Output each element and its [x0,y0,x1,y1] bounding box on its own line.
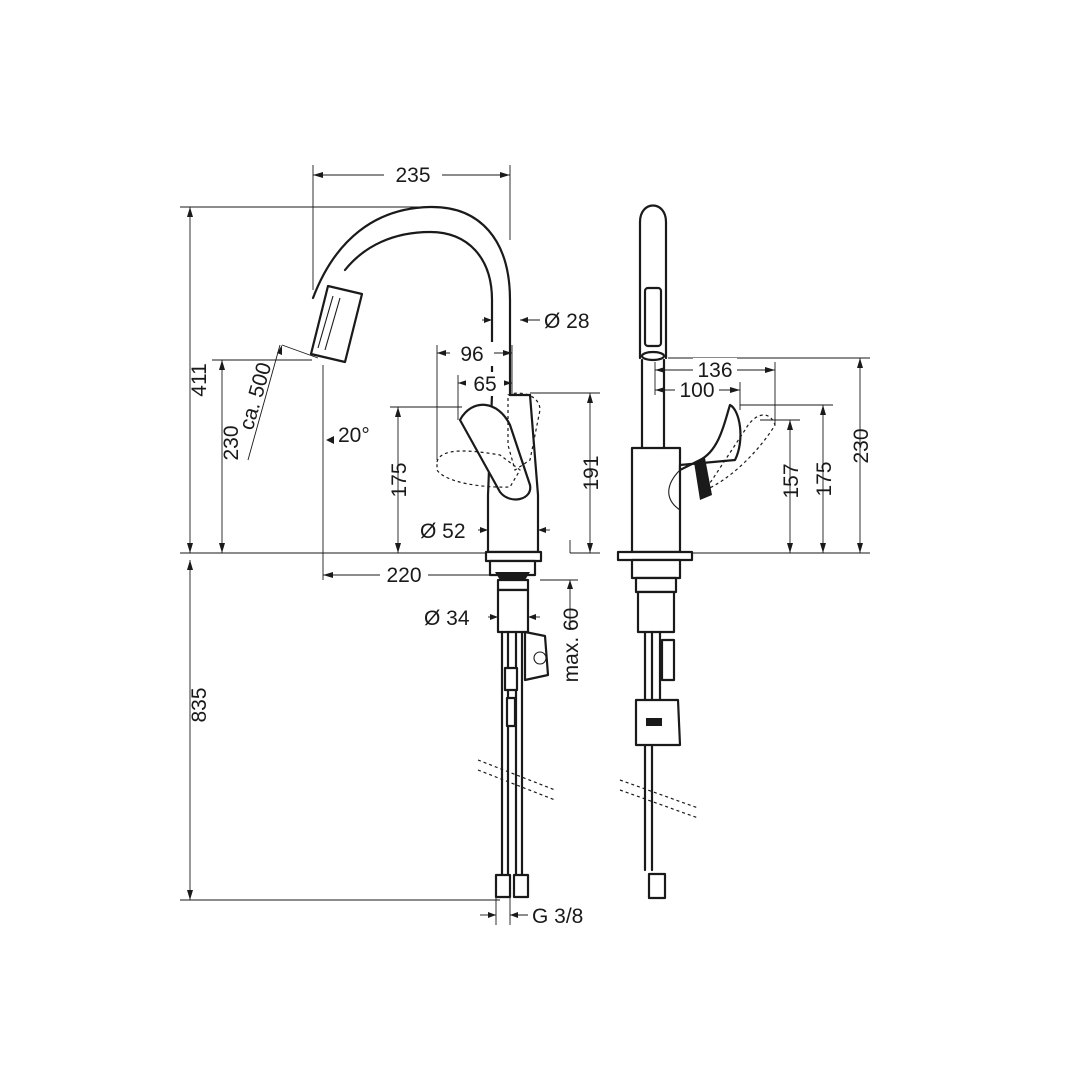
side-lever [678,403,742,472]
label-20-degrees: 20° [338,424,370,447]
spout-inner [343,230,494,397]
lever-alt-position [436,450,521,488]
label-411: 411 [188,363,211,396]
label-136: 136 [697,359,732,382]
front-view [309,205,556,899]
side-spout [638,204,668,360]
label-175-left: 175 [388,462,411,497]
label-835: 835 [188,687,211,722]
side-view [616,204,776,900]
label-diameter-34: Ø 34 [424,607,470,630]
lever [458,403,532,501]
label-175-right: 175 [813,461,836,496]
label-157: 157 [780,463,803,498]
label-100: 100 [679,379,714,402]
side-spray-slot [643,286,663,348]
shank [496,588,530,634]
label-235: 235 [395,164,430,187]
label-g-3-8: G 3/8 [532,905,583,928]
side-body [630,446,682,554]
label-max-60: max. 60 [560,608,583,683]
label-230-left: 230 [220,425,243,460]
spray-head [309,284,364,364]
label-ca-500: ca. 500 [235,360,276,433]
label-65: 65 [473,373,496,396]
dimension-lines [180,165,870,925]
dimension-labels: 235 Ø 28 96 65 411 230 ca. 500 20° 175 1… [188,160,873,928]
label-220: 220 [386,564,421,587]
spout-outer [311,205,512,397]
lever-alt-position-2 [507,392,541,471]
clip-part [523,630,550,682]
label-96: 96 [460,343,483,366]
label-diameter-28: Ø 28 [544,310,590,333]
label-191: 191 [580,455,603,490]
label-230-right: 230 [850,428,873,463]
base-plate [484,550,543,563]
label-diameter-52: Ø 52 [420,520,466,543]
